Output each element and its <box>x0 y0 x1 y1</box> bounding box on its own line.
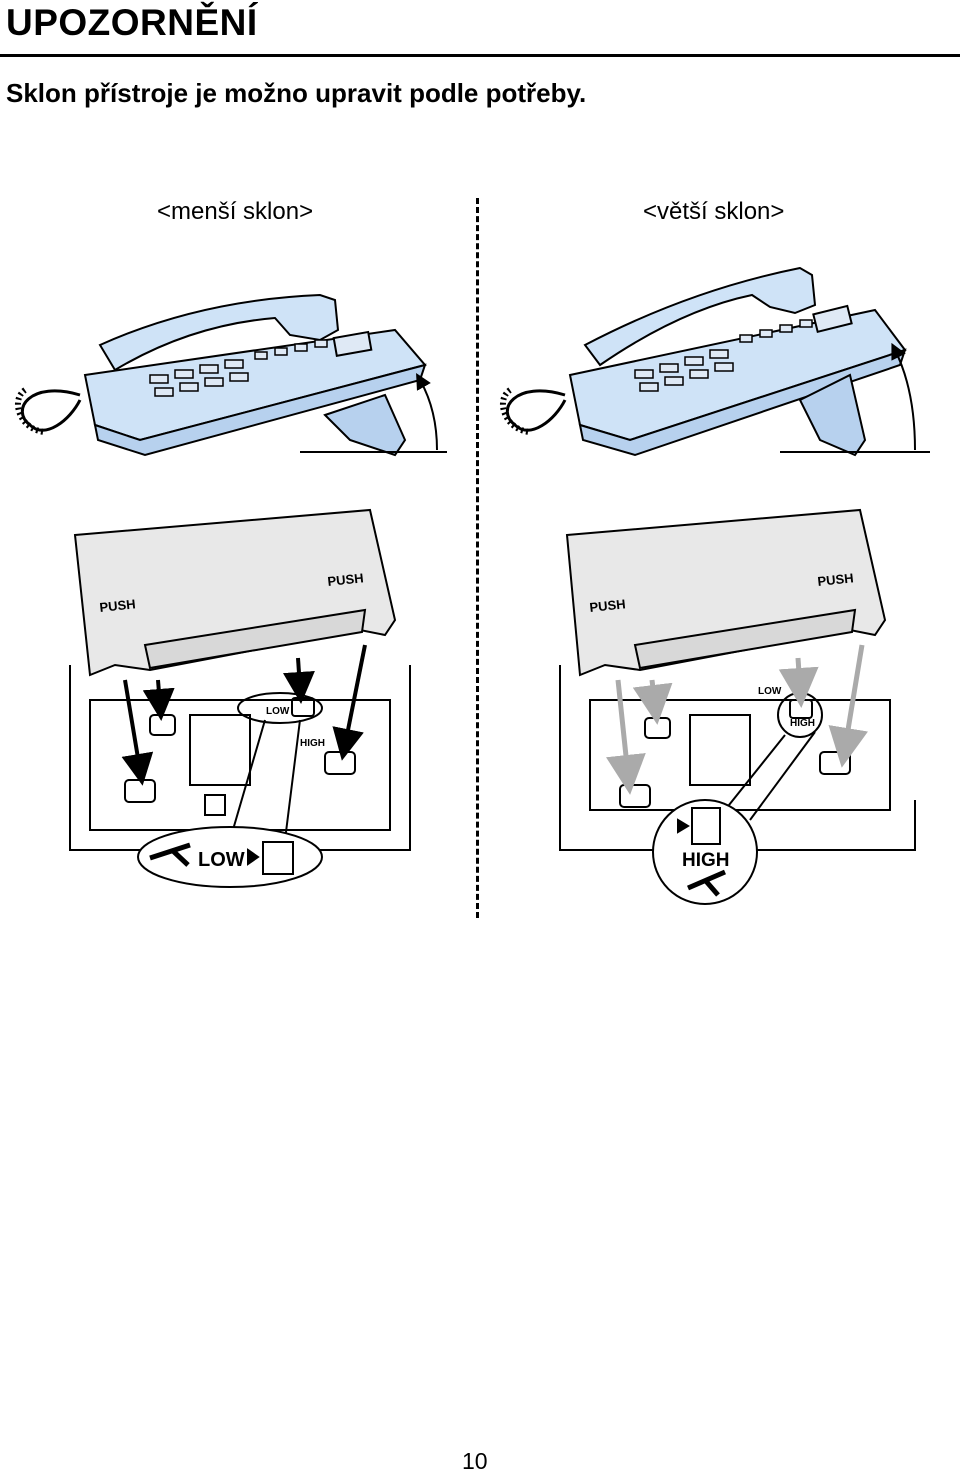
push-label-left-b: PUSH <box>327 570 364 589</box>
high-label-left: HIGH <box>300 738 325 749</box>
column-label-high-tilt: <větší sklon> <box>643 198 785 225</box>
push-label-right-a: PUSH <box>589 596 626 615</box>
callout-high-label: HIGH <box>682 850 730 871</box>
push-label-left-a: PUSH <box>99 596 136 615</box>
stand-arrows-high <box>606 644 868 795</box>
stand-arrows-low <box>121 644 367 786</box>
angle-indicator-high <box>780 342 930 453</box>
callout-high <box>652 731 816 905</box>
stand-diagram-low <box>69 508 411 851</box>
stand-diagram-high <box>559 508 916 851</box>
phone-low-tilt <box>14 293 427 457</box>
page-title: UPOZORNĚNÍ <box>6 2 258 43</box>
page-subtitle: Sklon přístroje je možno upravit podle p… <box>6 78 587 108</box>
callout-low-label: LOW <box>198 849 245 871</box>
phone-high-tilt <box>499 266 907 457</box>
column-divider <box>476 198 479 918</box>
high-label-right: HIGH <box>790 718 815 729</box>
page-number: 10 <box>462 1448 488 1474</box>
push-label-right-b: PUSH <box>817 570 854 589</box>
low-label-left: LOW <box>266 706 290 717</box>
title-rule <box>0 54 960 57</box>
column-label-low-tilt: <menší sklon> <box>157 198 314 225</box>
low-label-right: LOW <box>758 686 782 697</box>
angle-indicator-low <box>300 373 447 453</box>
callout-low <box>137 719 323 888</box>
